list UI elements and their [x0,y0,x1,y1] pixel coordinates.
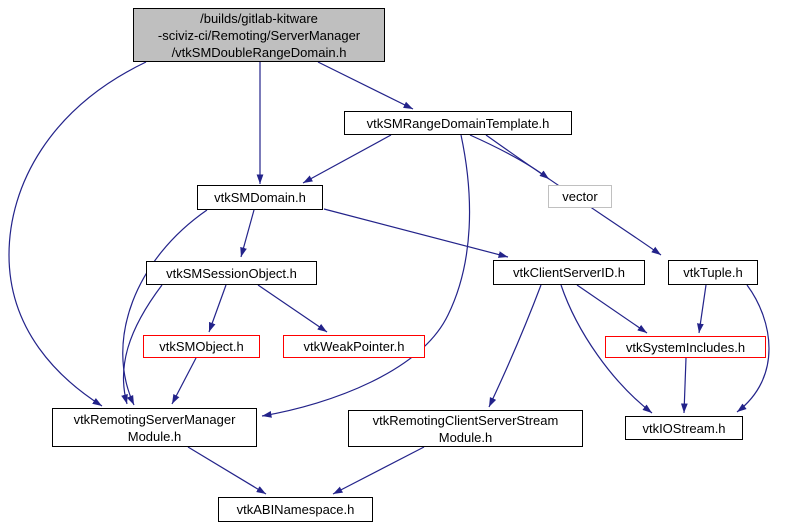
edge-template-to-vector [469,134,550,180]
node-clientserverid[interactable]: vtkClientServerID.h [493,260,645,285]
node-clientserverid-label: vtkClientServerID.h [513,265,625,280]
edge-clientserverid-to-systemincludes [576,284,648,334]
node-servermanagermodule-label: vtkRemotingServerManager [73,411,236,427]
node-streammodule-label: Module.h [438,429,493,445]
node-servermanagermodule-label: Module.h [127,428,182,444]
node-tuple[interactable]: vtkTuple.h [668,260,758,285]
node-abinamespace[interactable]: vtkABINamespace.h [218,497,373,522]
node-systemincludes-label: vtkSystemIncludes.h [625,339,746,355]
edge-root-to-servermanagermodule [8,61,147,407]
edge-clientserverid-to-streammodule [488,284,542,408]
node-smobject[interactable]: vtkSMObject.h [143,335,260,358]
node-iostream-label: vtkIOStream.h [642,420,726,436]
edge-tuple-to-iostream [736,284,770,413]
node-systemincludes[interactable]: vtkSystemIncludes.h [605,336,766,358]
node-root-label: /builds/gitlab-kitware [200,10,318,26]
node-streammodule-label: vtkRemotingClientServerStream [372,412,559,428]
edge-sessionobject-to-smobject [208,284,227,333]
node-smobject-label: vtkSMObject.h [159,339,244,354]
node-weakpointer[interactable]: vtkWeakPointer.h [283,335,425,358]
edge-smobject-to-servermanagermodule [171,357,197,405]
edge-sessionobject-to-servermanagermodule [121,284,163,405]
edge-root-to-template [317,61,414,110]
node-domain[interactable]: vtkSMDomain.h [197,185,323,210]
edge-sessionobject-to-weakpointer [257,284,328,333]
node-root: /builds/gitlab-kitware-sciviz-ci/Remotin… [133,8,385,62]
edge-domain-to-sessionobject [240,209,255,258]
node-vector: vector [548,185,612,208]
node-root-label: /vtkSMDoubleRangeDomain.h [171,44,347,60]
node-tuple-label: vtkTuple.h [683,265,743,280]
edge-clientserverid-to-iostream [560,284,653,414]
node-sessionobject-label: vtkSMSessionObject.h [166,265,297,281]
node-template-label: vtkSMRangeDomainTemplate.h [366,115,550,131]
node-weakpointer-label: vtkWeakPointer.h [303,339,405,354]
edge-servermanagermodule-to-abinamespace [187,446,267,495]
node-sessionobject[interactable]: vtkSMSessionObject.h [146,261,317,285]
node-iostream[interactable]: vtkIOStream.h [625,416,743,440]
edge-template-to-servermanagermodule [261,134,471,418]
edge-tuple-to-systemincludes [697,284,707,334]
node-template[interactable]: vtkSMRangeDomainTemplate.h [344,111,572,135]
edge-domain-to-servermanagermodule [122,209,208,406]
edge-systemincludes-to-iostream [680,357,688,414]
node-root-label: -sciviz-ci/Remoting/ServerManager [157,27,361,43]
node-domain-label: vtkSMDomain.h [214,190,306,205]
edge-template-to-domain [302,134,392,184]
node-abinamespace-label: vtkABINamespace.h [236,502,355,517]
edge-streammodule-to-abinamespace [332,446,425,495]
node-vector-label: vector [562,189,598,204]
edge-domain-to-clientserverid [323,208,509,258]
